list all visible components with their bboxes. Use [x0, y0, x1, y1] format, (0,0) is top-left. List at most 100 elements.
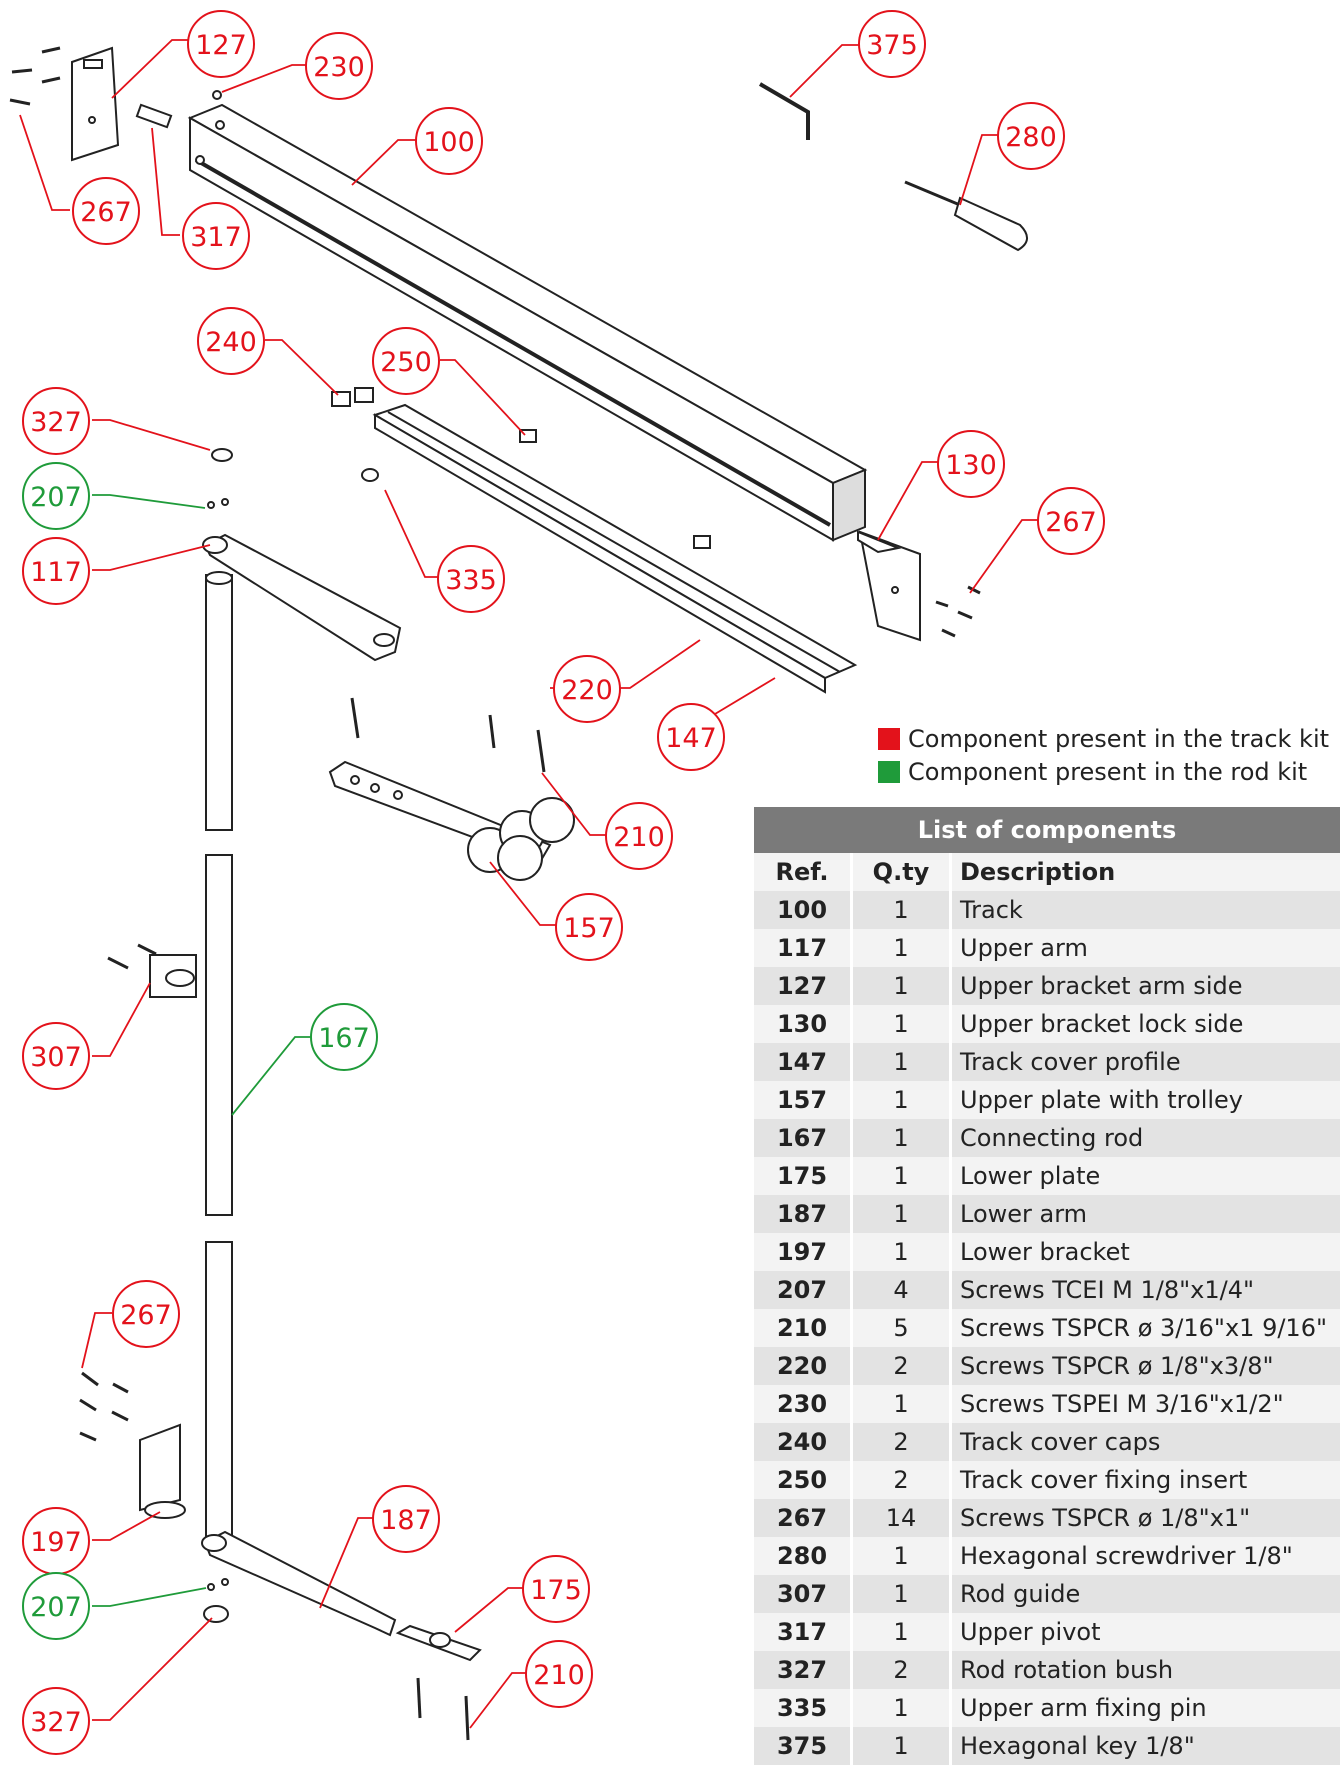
cell-desc: Track cover caps — [951, 1423, 1340, 1461]
header-ref: Ref. — [754, 853, 852, 891]
cell-desc: Screws TCEI M 1/8"x1/4" — [951, 1271, 1340, 1309]
cell-qty: 1 — [852, 1537, 951, 1575]
cell-desc: Upper arm — [951, 929, 1340, 967]
cell-desc: Connecting rod — [951, 1119, 1340, 1157]
part-screw-230 — [213, 91, 221, 99]
cell-qty: 1 — [852, 967, 951, 1005]
cell-qty: 2 — [852, 1461, 951, 1499]
part-screw-210 — [466, 1696, 468, 1740]
part-connecting-rod — [206, 572, 232, 1542]
part-screwdriver — [905, 182, 1027, 250]
cell-qty: 1 — [852, 929, 951, 967]
legend-track-kit-label: Component present in the track kit — [908, 725, 1329, 753]
part-upper-bracket-lock-side — [858, 532, 920, 640]
cell-qty: 2 — [852, 1347, 951, 1385]
cell-ref: 250 — [754, 1461, 852, 1499]
callout-117: 117 — [22, 537, 90, 605]
part-lower-arm — [202, 1532, 395, 1635]
legend-swatch-green — [878, 761, 900, 783]
cell-qty: 1 — [852, 1727, 951, 1765]
cell-desc: Hexagonal screwdriver 1/8" — [951, 1537, 1340, 1575]
cell-ref: 240 — [754, 1423, 852, 1461]
cell-qty: 1 — [852, 1689, 951, 1727]
part-screw-210 — [418, 1678, 420, 1718]
cell-qty: 1 — [852, 1575, 951, 1613]
callout-157: 157 — [555, 893, 623, 961]
cell-ref: 117 — [754, 929, 852, 967]
callout-210-lower: 210 — [525, 1640, 593, 1708]
part-upper-arm-fixing-pin — [362, 469, 378, 481]
cell-desc: Upper pivot — [951, 1613, 1340, 1651]
part-rod-rotation-bush — [204, 1606, 228, 1622]
callout-197: 197 — [22, 1507, 90, 1575]
part-screws-210-upper — [352, 698, 544, 772]
part-screws-267-top — [10, 48, 60, 104]
cell-desc: Upper arm fixing pin — [951, 1689, 1340, 1727]
cell-ref: 267 — [754, 1499, 852, 1537]
cell-desc: Screws TSPEI M 3/16"x1/2" — [951, 1385, 1340, 1423]
callout-230: 230 — [305, 32, 373, 100]
cell-desc: Lower arm — [951, 1195, 1340, 1233]
callout-100: 100 — [415, 107, 483, 175]
cell-ref: 327 — [754, 1651, 852, 1689]
callout-375: 375 — [858, 10, 926, 78]
cell-ref: 220 — [754, 1347, 852, 1385]
cell-ref: 197 — [754, 1233, 852, 1271]
cell-ref: 147 — [754, 1043, 852, 1081]
part-upper-plate-with-trolley — [330, 762, 574, 880]
part-screws-267-right — [936, 587, 980, 636]
callout-327-lower: 327 — [22, 1687, 90, 1755]
cell-desc: Lower plate — [951, 1157, 1340, 1195]
callout-220: 220 — [553, 655, 621, 723]
cell-qty: 1 — [852, 1613, 951, 1651]
cell-desc: Screws TSPCR ø 1/8"x1" — [951, 1499, 1340, 1537]
cell-ref: 335 — [754, 1689, 852, 1727]
cell-desc: Track cover profile — [951, 1043, 1340, 1081]
callout-317: 317 — [182, 202, 250, 270]
cell-qty: 1 — [852, 891, 951, 929]
cell-qty: 1 — [852, 1119, 951, 1157]
cell-qty: 2 — [852, 1423, 951, 1461]
legend-rod-kit: Component present in the rod kit — [878, 758, 1307, 786]
cell-ref: 375 — [754, 1727, 852, 1765]
cell-qty: 1 — [852, 1195, 951, 1233]
callout-175: 175 — [522, 1555, 590, 1623]
legend-swatch-red — [878, 728, 900, 750]
part-screws-267-lower — [80, 1373, 128, 1440]
cell-qty: 1 — [852, 1005, 951, 1043]
cell-ref: 157 — [754, 1081, 852, 1119]
callout-210-upper: 210 — [605, 802, 673, 870]
leader-lines-rod-kit — [92, 495, 310, 1606]
cell-qty: 1 — [852, 1385, 951, 1423]
cell-desc: Lower bracket — [951, 1233, 1340, 1271]
cell-desc: Upper plate with trolley — [951, 1081, 1340, 1119]
part-lower-plate — [398, 1626, 480, 1660]
cell-qty: 1 — [852, 1157, 951, 1195]
cell-desc: Track — [951, 891, 1340, 929]
part-screw-207 — [222, 499, 228, 505]
cell-desc: Screws TSPCR ø 1/8"x3/8" — [951, 1347, 1340, 1385]
callout-187: 187 — [372, 1485, 440, 1553]
header-qty: Q.ty — [852, 853, 951, 891]
cell-ref: 127 — [754, 967, 852, 1005]
cell-ref: 317 — [754, 1613, 852, 1651]
callout-250: 250 — [372, 327, 440, 395]
legend-rod-kit-label: Component present in the rod kit — [908, 758, 1307, 786]
cell-qty: 5 — [852, 1309, 951, 1347]
legend-track-kit: Component present in the track kit — [878, 725, 1329, 753]
